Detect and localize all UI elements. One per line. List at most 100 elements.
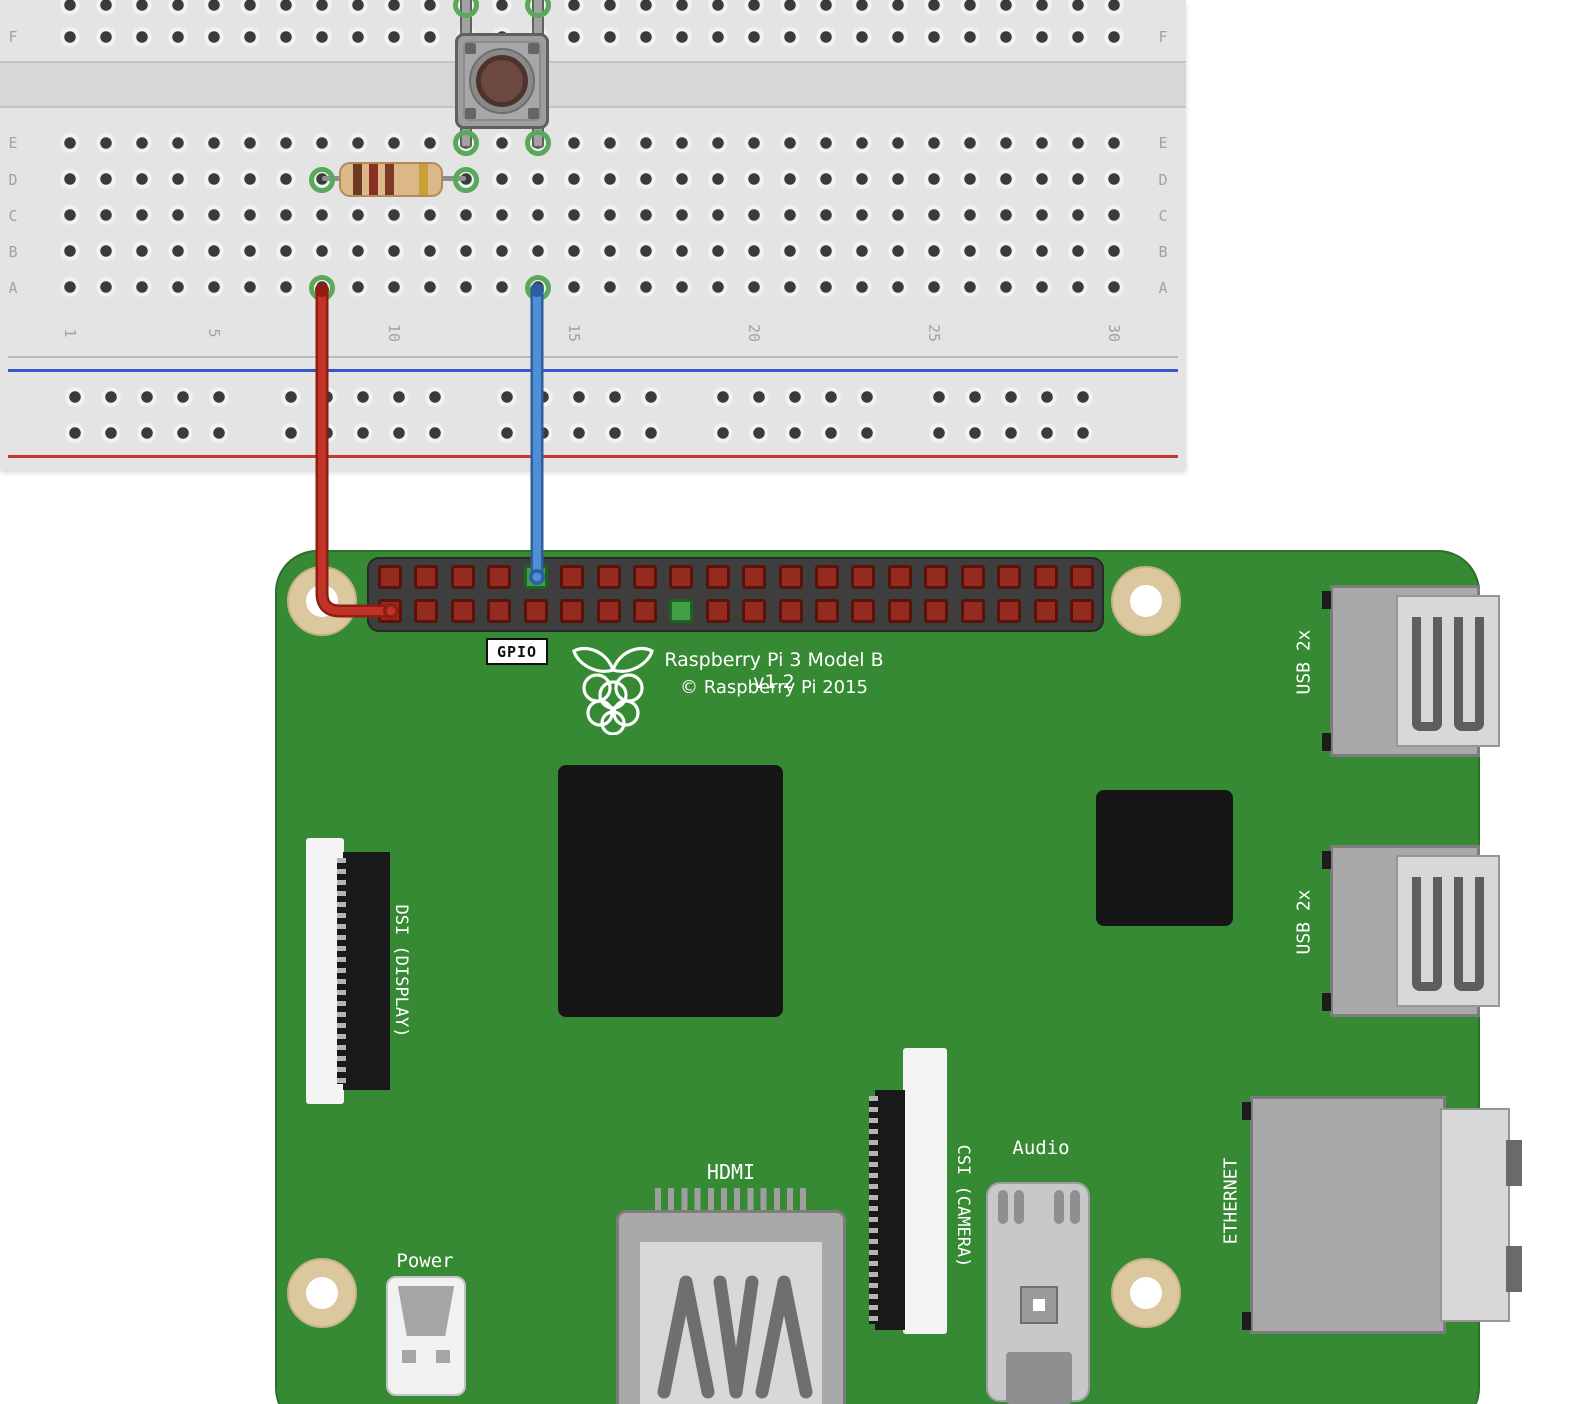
gpio-pin-bottom-17 xyxy=(960,599,985,623)
breadboard-holes-rows-a-e xyxy=(52,125,1132,305)
resistor xyxy=(339,162,443,197)
gpio-pin-bottom-3 xyxy=(450,599,475,623)
breadboard-divider-line xyxy=(8,356,1178,358)
power-rail-hole-group xyxy=(705,379,885,451)
highlighted-hole-G14 xyxy=(525,0,551,18)
usb-slot xyxy=(1412,617,1442,731)
gpio-pin-top-14 xyxy=(851,565,876,589)
gpio-pin-bottom-2 xyxy=(414,599,439,623)
gpio-pin-bottom-19 xyxy=(1033,599,1058,623)
gpio-pin-top-15 xyxy=(887,565,912,589)
gpio-pin-top-3 xyxy=(450,565,475,589)
csi-connector-pins xyxy=(869,1096,878,1324)
gpio-pin-bottom-4 xyxy=(487,599,512,623)
audio-jack-barrel xyxy=(1006,1352,1072,1404)
gpio-pin-top-13 xyxy=(815,565,840,589)
red-wire-end-center xyxy=(386,606,396,616)
power-pad xyxy=(402,1350,416,1363)
highlighted-hole-E14 xyxy=(525,130,551,156)
ethernet-tab xyxy=(1242,1102,1251,1120)
red-wire-end xyxy=(315,283,329,297)
csi-connector xyxy=(903,1048,947,1334)
usb-tab xyxy=(1322,851,1331,869)
gpio-pin-top-8 xyxy=(632,565,657,589)
gpio-pin-top-2 xyxy=(414,565,439,589)
audio-jack-leg xyxy=(1070,1190,1080,1224)
gpio-pin-top-10 xyxy=(705,565,730,589)
row-label-right-A: A xyxy=(1158,279,1168,297)
highlighted-hole-G12 xyxy=(453,0,479,18)
resistor-band-3 xyxy=(385,164,394,195)
gpio-pin-bottom-13 xyxy=(815,599,840,623)
gpio-pin-bottom-20 xyxy=(1069,599,1094,623)
highlighted-hole-D12 xyxy=(453,167,479,193)
gpio-pin-bottom-14 xyxy=(851,599,876,623)
gpio-pin-top-6 xyxy=(560,565,585,589)
gpio-pin-bottom-12 xyxy=(778,599,803,623)
gpio-pin-top-19 xyxy=(1033,565,1058,589)
gpio-pin-bottom-8 xyxy=(632,599,657,623)
gpio-pin-top-7 xyxy=(596,565,621,589)
highlighted-hole-E12 xyxy=(453,130,479,156)
gpio-pin-bottom-16 xyxy=(924,599,949,623)
power-rail-hole-group xyxy=(273,379,453,451)
usb-tab xyxy=(1322,591,1331,609)
power-receptacle xyxy=(397,1286,455,1336)
red-jumper-wire xyxy=(318,286,395,615)
gpio-label: GPIO xyxy=(486,638,548,665)
row-label-right-F: F xyxy=(1158,28,1168,46)
gpio-pin-bottom-9 xyxy=(669,599,694,623)
audio-jack-leg xyxy=(998,1190,1008,1224)
usb-slot xyxy=(1454,877,1484,991)
usb-tab xyxy=(1322,993,1331,1011)
mounting-hole-center xyxy=(1130,585,1162,617)
row-label-left-A: A xyxy=(8,279,18,297)
red-jumper-wire-outline xyxy=(315,283,398,618)
power-label: Power xyxy=(396,1250,454,1272)
gpio-pin-top-20 xyxy=(1069,565,1094,589)
power-rail-hole-group xyxy=(921,379,1101,451)
csi-connector-socket xyxy=(875,1090,905,1330)
gpio-pin-top-18 xyxy=(997,565,1022,589)
mounting-hole xyxy=(1111,1258,1181,1328)
mounting-hole-center xyxy=(1130,1277,1162,1309)
audio-jack-leg xyxy=(1054,1190,1064,1224)
hdmi-pins-row xyxy=(655,1188,813,1210)
gpio-pin-bottom-15 xyxy=(887,599,912,623)
ethernet-nub xyxy=(1506,1246,1522,1292)
row-label-right-B: B xyxy=(1158,243,1168,261)
hdmi-label: HDMI xyxy=(706,1160,756,1184)
breadboard-holes-row-f xyxy=(52,19,1132,55)
mounting-hole-center xyxy=(306,1277,338,1309)
board-title: Raspberry Pi 3 Model B v1.2 xyxy=(664,649,884,693)
row-label-right-C: C xyxy=(1158,207,1168,225)
push-button-pin xyxy=(465,108,476,119)
resistor-band-2 xyxy=(369,164,378,195)
gpio-pin-bottom-10 xyxy=(705,599,730,623)
gpio-pin-top-9 xyxy=(669,565,694,589)
gpio-pin-bottom-7 xyxy=(596,599,621,623)
gpio-pin-bottom-6 xyxy=(560,599,585,623)
gpio-pin-top-17 xyxy=(960,565,985,589)
power-pad xyxy=(436,1350,450,1363)
gpio-pin-bottom-11 xyxy=(742,599,767,623)
row-label-left-F: F xyxy=(8,28,18,46)
hdmi-contacts-icon xyxy=(657,1275,813,1399)
power-rail-red-line xyxy=(8,455,1178,458)
push-button-pin xyxy=(465,43,476,54)
row-label-left-B: B xyxy=(8,243,18,261)
gpio-pin-top-4 xyxy=(487,565,512,589)
usb-tab xyxy=(1322,733,1331,751)
gpio-pin-bottom-18 xyxy=(997,599,1022,623)
raspberry-pi-logo-icon xyxy=(572,646,654,735)
power-rail-blue-line xyxy=(8,369,1178,372)
breadboard-holes-row-top xyxy=(52,0,1132,23)
ethernet-port-face xyxy=(1440,1108,1510,1322)
gpio-pin-top-1 xyxy=(378,565,402,589)
push-button-pin xyxy=(528,108,539,119)
dsi-connector-pins xyxy=(337,858,346,1084)
